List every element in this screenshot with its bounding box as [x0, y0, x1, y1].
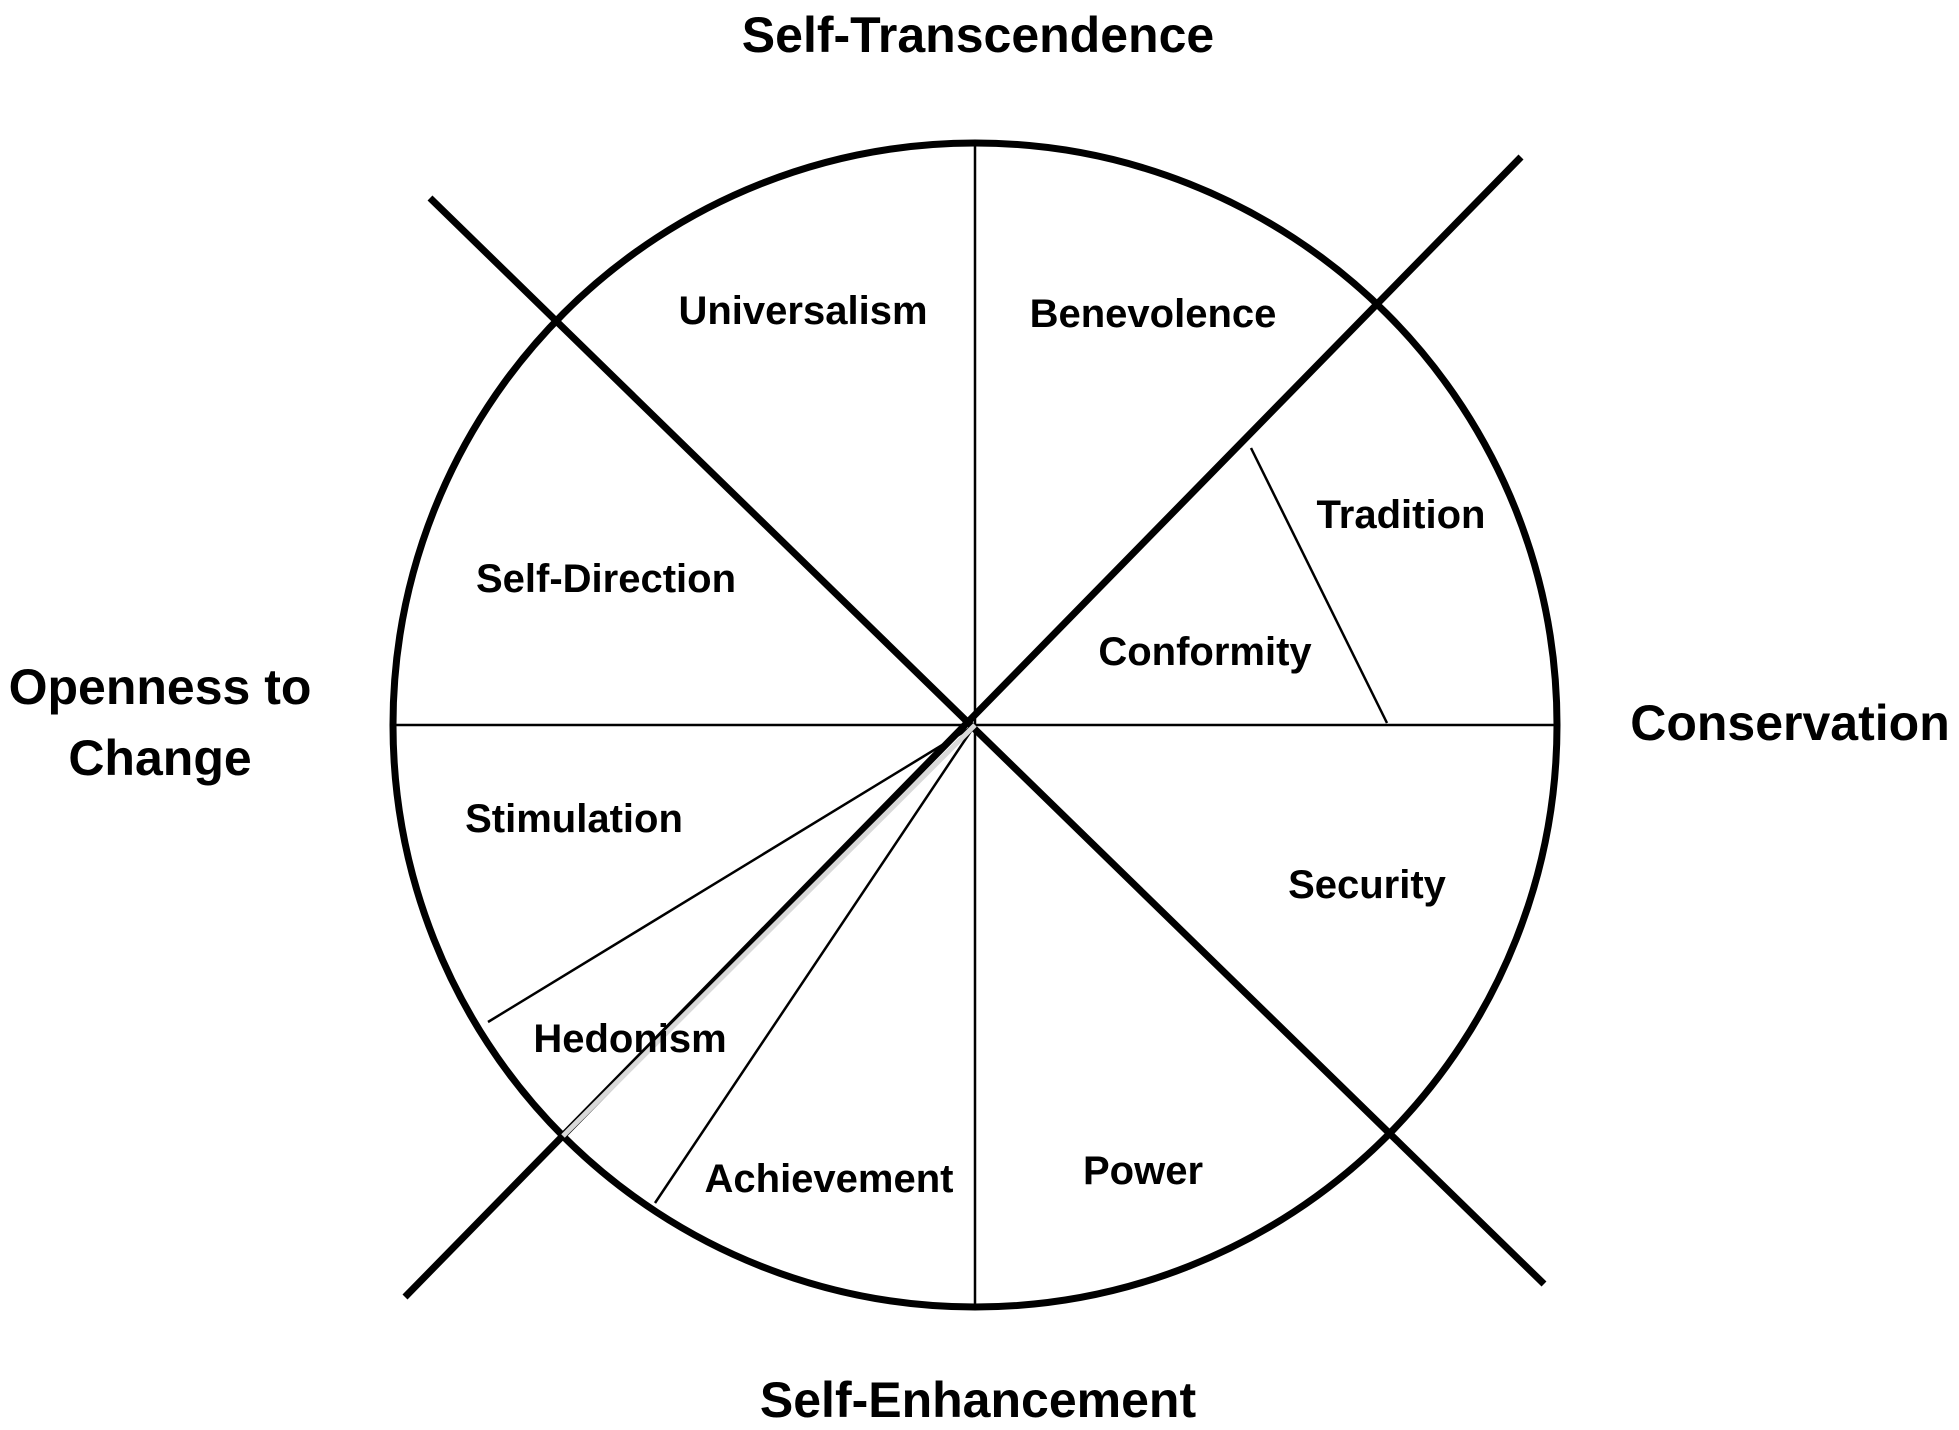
- label-universalism: Universalism: [678, 289, 927, 333]
- hedonism-light-divider: [561, 723, 977, 1138]
- label-achievement: Achievement: [705, 1157, 954, 1201]
- label-benevolence: Benevolence: [1030, 292, 1277, 336]
- label-security: Security: [1288, 863, 1447, 907]
- stimulation-hedonism-divider: [487, 723, 976, 1024]
- diagonal-axis-nw-se: [427, 195, 1547, 1287]
- label-power: Power: [1083, 1149, 1203, 1193]
- label-hedonism: Hedonism: [533, 1017, 726, 1061]
- dimension-top-label: Self-Transcendence: [742, 7, 1214, 63]
- label-self-direction: Self-Direction: [476, 557, 736, 601]
- hedonism-achievement-divider: [653, 724, 977, 1204]
- dimension-left-label-line1: Openness to: [9, 659, 312, 715]
- label-stimulation: Stimulation: [465, 797, 683, 841]
- label-conformity: Conformity: [1098, 630, 1312, 674]
- dimension-bottom-label: Self-Enhancement: [760, 1372, 1197, 1428]
- label-tradition: Tradition: [1317, 493, 1486, 537]
- dimension-right-label: Conservation: [1630, 695, 1950, 751]
- tradition-conformity-divider: [1249, 447, 1389, 724]
- dimension-left-label-line2: Change: [68, 730, 251, 786]
